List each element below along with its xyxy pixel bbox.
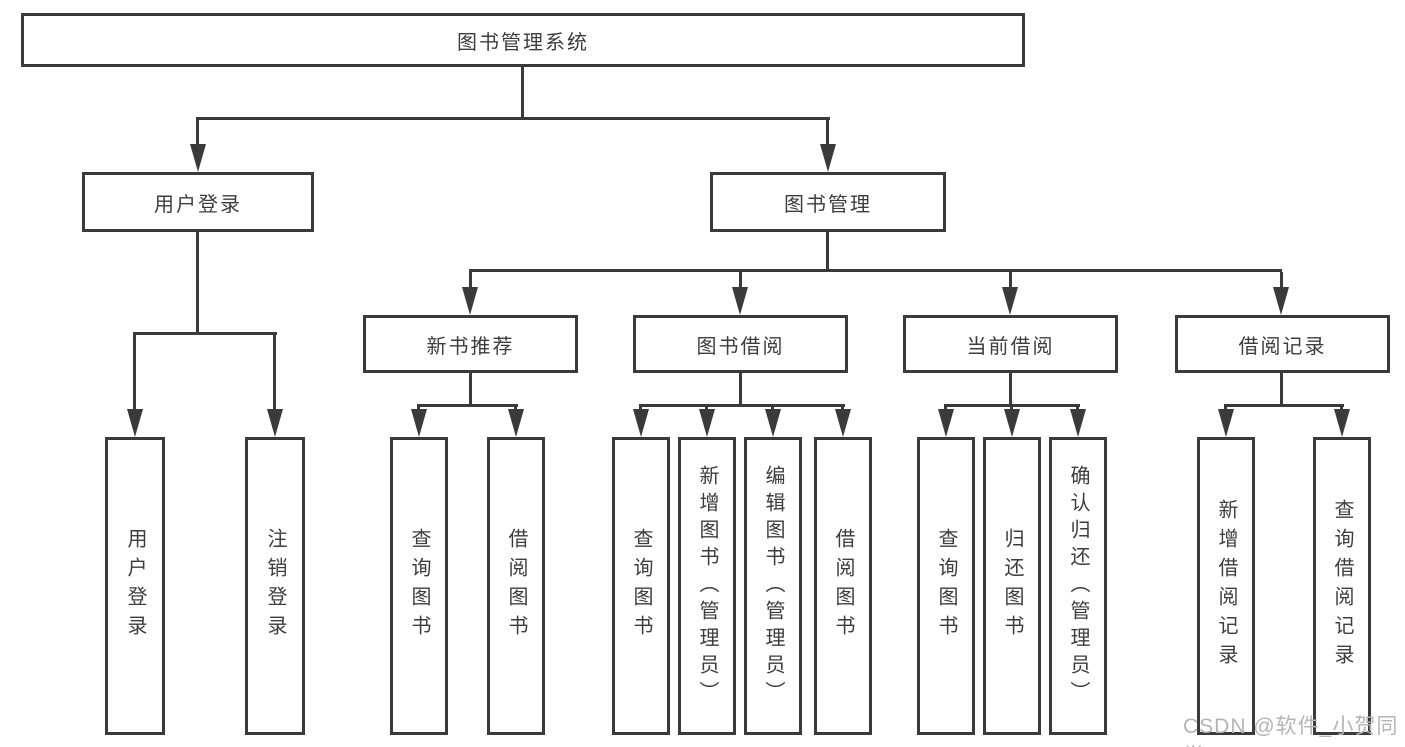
leaf-borrow-books-borrow: 借阅图书: [814, 437, 872, 735]
node-book-borrowing: 图书借阅: [633, 315, 848, 373]
connector-vline: [469, 272, 472, 289]
csdn-watermark: CSDN @软件_小贺同学: [1183, 715, 1399, 747]
node-library-management-system: 图书管理系统: [21, 13, 1025, 67]
leaf-query-books-current: 查询图书: [917, 437, 975, 735]
arrowhead-down-icon: [732, 287, 748, 315]
connector-hline: [639, 404, 845, 407]
connector-hline: [133, 332, 277, 335]
arrowhead-down-icon: [1004, 409, 1020, 437]
leaf-confirm-return-admin: 确认归还（管理员）: [1049, 437, 1107, 735]
connector-vline: [1280, 373, 1283, 407]
connector-vline: [196, 120, 199, 146]
connector-hline: [1224, 404, 1344, 407]
arrowhead-down-icon: [1002, 287, 1018, 315]
connector-vline: [133, 335, 136, 411]
arrowhead-down-icon: [267, 409, 283, 437]
node-new-book-recommendation: 新书推荐: [363, 315, 578, 373]
arrowhead-down-icon: [765, 409, 781, 437]
arrowhead-down-icon: [411, 409, 427, 437]
connector-vline: [1009, 272, 1012, 289]
arrowhead-down-icon: [1070, 409, 1086, 437]
connector-hline: [196, 117, 830, 120]
leaf-query-borrow-record: 查询借阅记录: [1313, 437, 1371, 735]
connector-vline: [273, 335, 276, 411]
connector-vline: [739, 272, 742, 289]
leaf-edit-book-admin: 编辑图书（管理员）: [744, 437, 802, 735]
leaf-return-book: 归还图书: [983, 437, 1041, 735]
leaf-query-books-recommend: 查询图书: [390, 437, 448, 735]
leaf-query-books-borrow: 查询图书: [612, 437, 670, 735]
arrowhead-down-icon: [190, 144, 206, 172]
connector-vline: [1009, 373, 1012, 407]
arrowhead-down-icon: [820, 144, 836, 172]
arrowhead-down-icon: [1218, 409, 1234, 437]
arrowhead-down-icon: [699, 409, 715, 437]
connector-vline: [826, 232, 829, 272]
leaf-add-book-admin: 新增图书（管理员）: [678, 437, 736, 735]
arrowhead-down-icon: [1334, 409, 1350, 437]
node-borrowing-records: 借阅记录: [1175, 315, 1390, 373]
arrowhead-down-icon: [835, 409, 851, 437]
connector-vline: [739, 373, 742, 407]
arrowhead-down-icon: [127, 409, 143, 437]
arrowhead-down-icon: [938, 409, 954, 437]
arrowhead-down-icon: [1273, 287, 1289, 315]
connector-vline: [196, 232, 199, 335]
connector-vline: [469, 373, 472, 407]
connector-vline: [521, 67, 524, 120]
connector-hline: [469, 269, 1282, 272]
node-user-login-branch: 用户登录: [82, 172, 314, 232]
node-current-borrowing: 当前借阅: [903, 315, 1118, 373]
leaf-borrow-books-recommend: 借阅图书: [487, 437, 545, 735]
leaf-add-borrow-record: 新增借阅记录: [1197, 437, 1255, 735]
arrowhead-down-icon: [633, 409, 649, 437]
connector-hline: [417, 404, 518, 407]
leaf-user-login: 用户登录: [105, 437, 165, 735]
arrowhead-down-icon: [462, 287, 478, 315]
node-book-management: 图书管理: [710, 172, 946, 232]
connector-hline: [944, 404, 1080, 407]
connector-vline: [1280, 272, 1283, 289]
leaf-logout: 注销登录: [245, 437, 305, 735]
connector-vline: [826, 120, 829, 146]
arrowhead-down-icon: [508, 409, 524, 437]
